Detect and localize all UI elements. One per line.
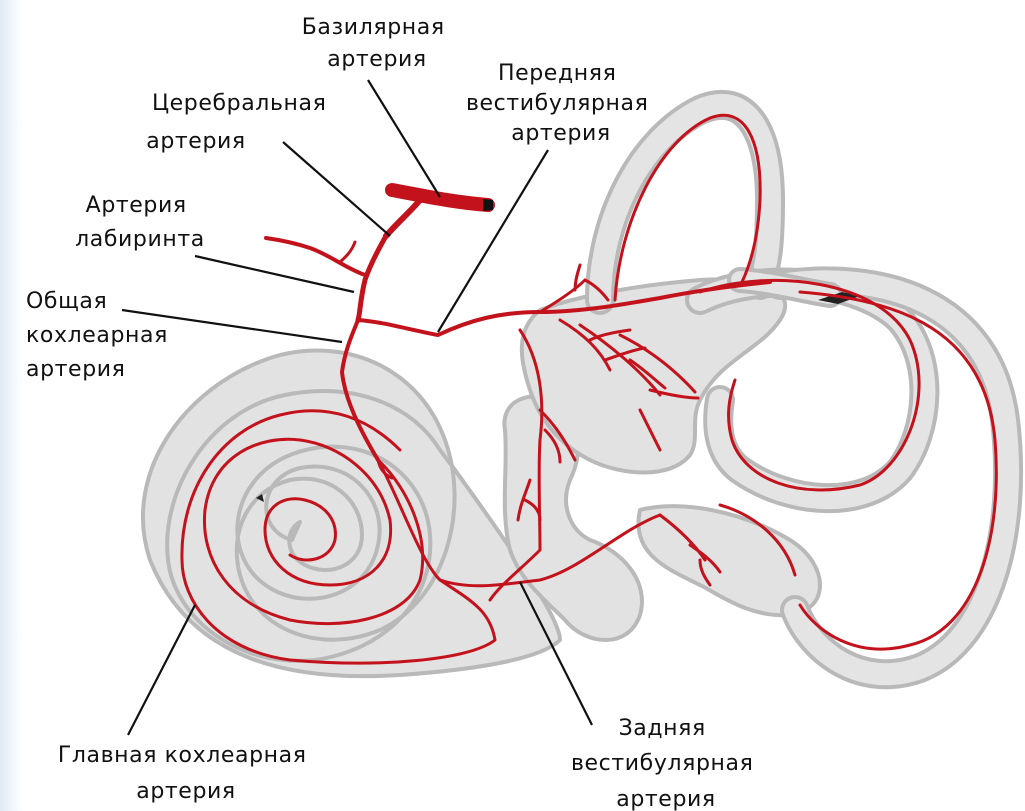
label-basilar-artery: Базилярная артерия [302, 15, 453, 72]
leader-cerebral [283, 142, 390, 236]
labyrinth-artery [358, 236, 386, 320]
leader-labyrinth [195, 256, 354, 292]
aica-branch [266, 238, 365, 275]
label-main-cochlear-artery: Главная кохлеарная артерия [58, 743, 314, 804]
label-posterior-vestibular-artery: Задняя вестибулярная артерия [571, 716, 761, 811]
label-labyrinth-artery: Артерия лабиринта [75, 193, 205, 252]
leader-basilar [368, 80, 440, 197]
label-anterior-vestibular-artery: Передняя вестибулярная артерия [466, 61, 656, 146]
basilar-artery [392, 190, 488, 205]
leader-anterior-vestibular [438, 150, 548, 332]
cerebral-artery [386, 200, 420, 236]
label-cerebral-artery: Церебральная артерия [146, 91, 334, 154]
label-common-cochlear-artery: Общая кохлеарная артерия [26, 289, 176, 382]
labyrinth [143, 279, 820, 676]
basilar-artery-end [483, 199, 493, 211]
aica-twig [340, 242, 355, 262]
leader-main-cochlear [128, 605, 195, 735]
